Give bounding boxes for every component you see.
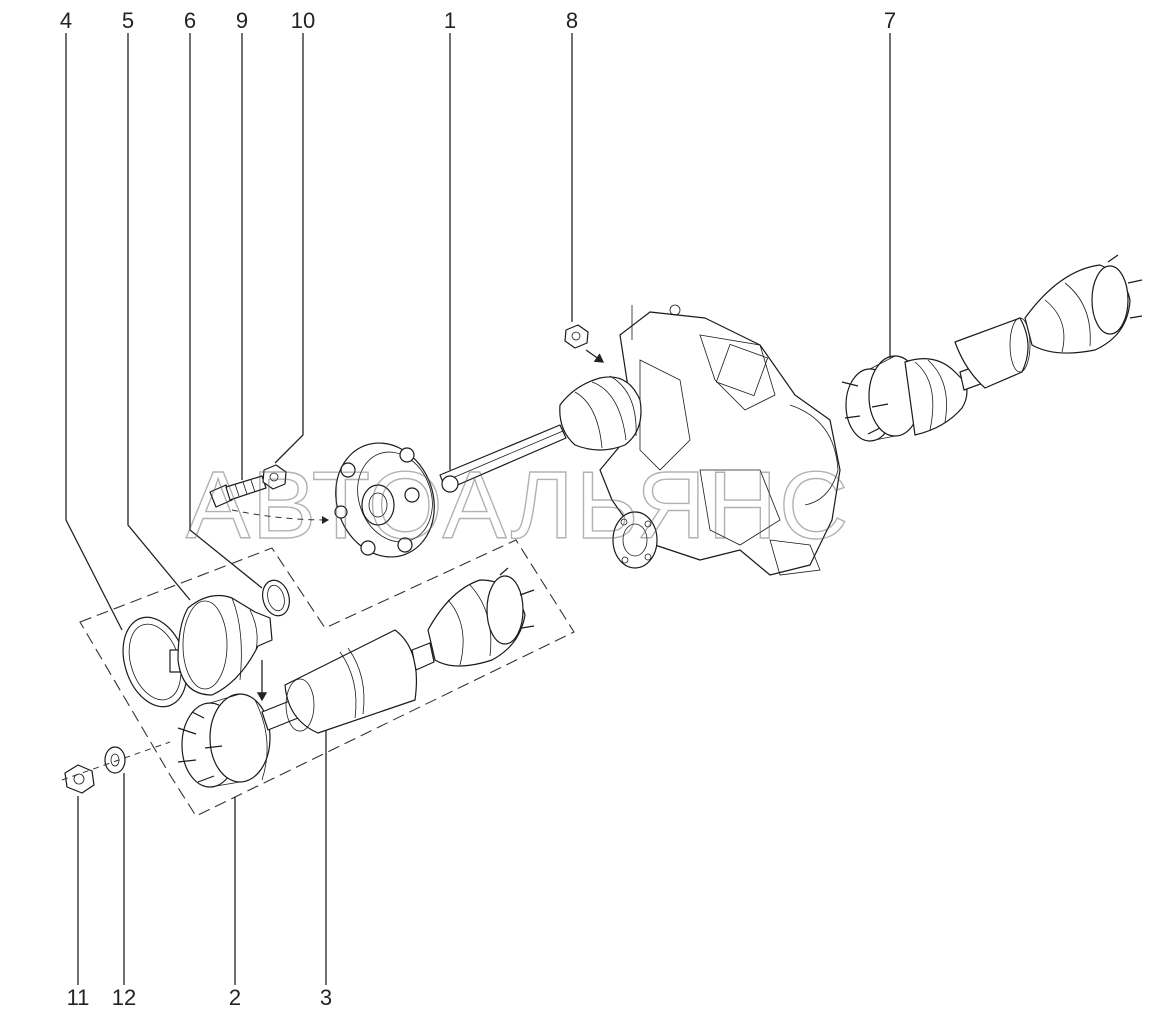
nut-11 [64,764,95,794]
drive-shaft-1 [334,424,567,558]
nut-8 [564,324,605,363]
callout-10: 10 [291,8,315,33]
callout-6: 6 [184,8,196,33]
callout-3: 3 [320,985,332,1010]
washer-12 [104,746,126,774]
callout-9: 9 [236,8,248,33]
callout-7: 7 [884,8,896,33]
callout-4: 4 [60,8,72,33]
watermark-text: АВТОАЛЬЯНС [186,452,850,559]
transfer-case [559,304,841,576]
cv-joint-2 [177,693,271,788]
nut-10 [262,464,287,490]
callout-1: 1 [444,8,456,33]
shaft-3 [261,567,535,734]
callout-8: 8 [566,8,578,33]
bolt-9 [209,475,267,508]
clamp-6 [262,579,290,617]
callout-12: 12 [112,985,136,1010]
assembly-group-box [79,539,575,817]
propeller-shaft-7 [841,254,1143,442]
callout-labels: 4 5 6 9 10 1 8 7 11 12 2 3 [60,8,896,1010]
leader-lines [65,33,891,985]
boot-5 [177,595,273,696]
callout-5: 5 [122,8,134,33]
callout-2: 2 [229,985,241,1010]
callout-11: 11 [67,985,90,1010]
